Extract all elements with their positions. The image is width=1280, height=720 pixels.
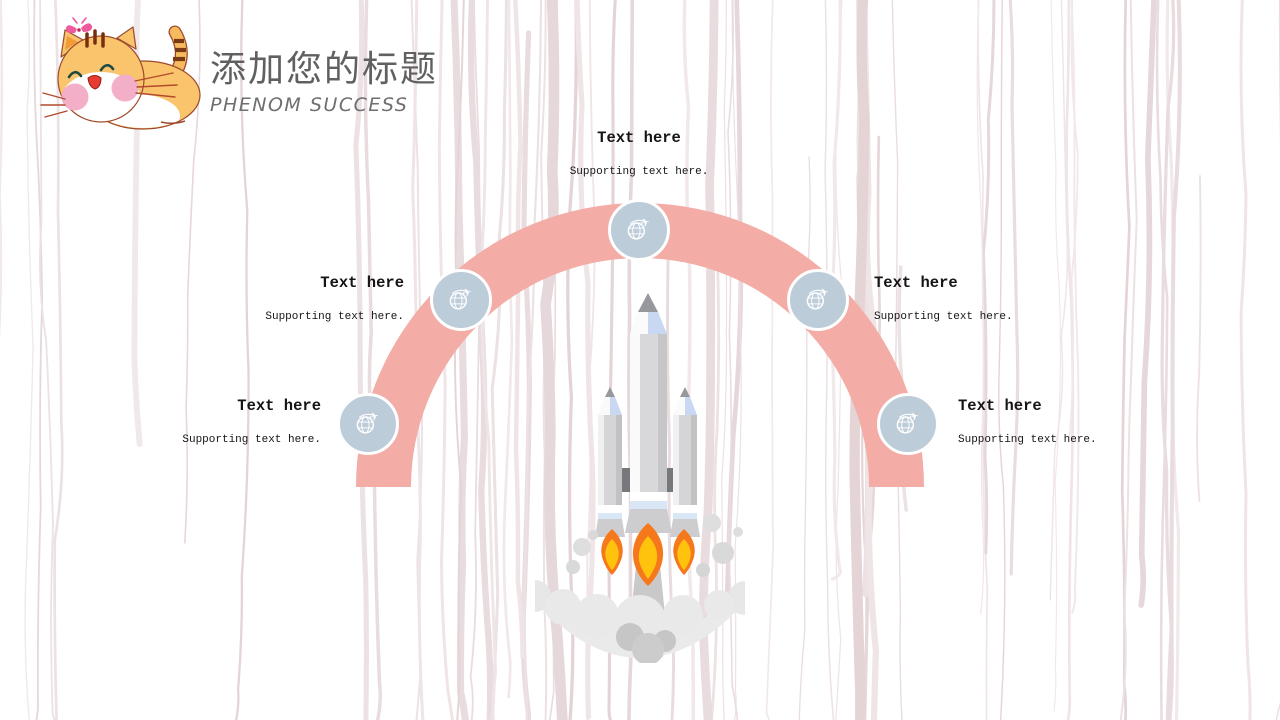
cat-mouth <box>87 75 102 90</box>
globe-airplane-icon <box>806 285 832 310</box>
cat-cheek-left <box>61 83 89 111</box>
node-supporting-text[interactable]: Supporting text here. <box>569 166 709 178</box>
rocket-illustration <box>535 293 745 663</box>
node-supporting-text[interactable]: Supporting text here. <box>265 311 404 323</box>
diagram-node-bottom-right[interactable] <box>877 393 939 455</box>
title-block: 添加您的标题 PHENOM SUCCESS <box>210 48 438 116</box>
diagram-node-bottom-left[interactable] <box>337 393 399 455</box>
diagram-node-left-middle[interactable] <box>430 269 492 331</box>
text-block-bottom-right: Text here Supporting text here. <box>958 397 1097 447</box>
node-supporting-text[interactable]: Supporting text here. <box>958 434 1097 446</box>
node-title[interactable]: Text here <box>874 274 958 292</box>
text-block-bottom-left: Text here Supporting text here. <box>182 397 321 447</box>
node-supporting-text[interactable]: Supporting text here. <box>182 434 321 446</box>
cat-eyes <box>67 63 115 79</box>
rocket-smoke-cloud <box>535 514 745 663</box>
slide-title[interactable]: 添加您的标题 <box>210 49 439 89</box>
diagram-node-top[interactable] <box>608 199 670 261</box>
node-title[interactable]: Text here <box>320 274 404 292</box>
text-block-top: Text here Supporting text here. <box>489 129 789 179</box>
cat-cheek-right <box>111 74 139 102</box>
cat-illustration <box>40 17 201 130</box>
globe-airplane-icon <box>449 285 475 310</box>
butterfly-icon <box>65 17 93 34</box>
rocket-flames <box>601 523 695 586</box>
rocket-main-body <box>625 293 672 533</box>
globe-airplane-icon <box>627 215 653 240</box>
node-title[interactable]: Text here <box>958 397 1042 415</box>
text-block-left-middle: Text here Supporting text here. <box>265 274 404 324</box>
rocket-booster-left <box>595 387 625 537</box>
diagram-node-right-middle[interactable] <box>787 269 849 331</box>
cat-whiskers <box>40 72 178 118</box>
rocket-booster-right <box>670 387 700 537</box>
node-title[interactable]: Text here <box>237 397 321 415</box>
text-block-right-middle: Text here Supporting text here. <box>874 274 1013 324</box>
cat-ear-right <box>116 26 137 50</box>
globe-airplane-icon <box>896 409 922 434</box>
node-supporting-text[interactable]: Supporting text here. <box>874 311 1013 323</box>
globe-airplane-icon <box>356 409 382 434</box>
node-title[interactable]: Text here <box>597 129 681 147</box>
slide-subtitle[interactable]: PHENOM SUCCESS <box>210 94 409 116</box>
